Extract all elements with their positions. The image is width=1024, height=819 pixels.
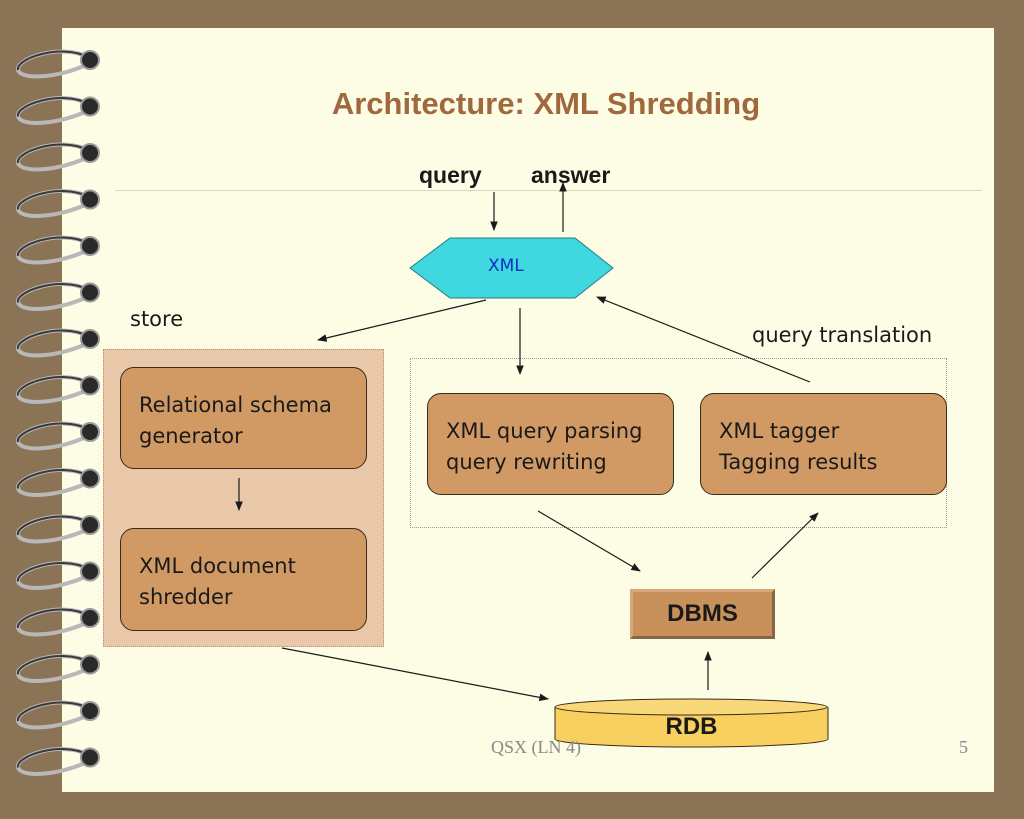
binding-hole: [80, 189, 100, 210]
spiral-binding: [16, 49, 100, 776]
arrow-shredder-to-rdb: [281, 647, 549, 702]
binding-ring-shadow: [17, 422, 89, 443]
binding-hole: [80, 747, 100, 768]
tagger-line-2: Tagging results: [719, 450, 878, 474]
binding-ring-shadow: [17, 701, 89, 722]
binding-hole: [80, 143, 100, 163]
shredder-line-2: shredder: [139, 585, 233, 609]
binding-hole: [80, 375, 100, 396]
schema-generator-line-1: Relational schema: [139, 393, 332, 417]
binding-ring-shadow: [17, 608, 89, 629]
binding-ring-shadow: [17, 469, 89, 489]
binding-hole: [80, 422, 100, 442]
answer-label: answer: [531, 162, 611, 188]
binding-ring-shadow: [17, 655, 89, 675]
tagger-box: XML tagger Tagging results: [700, 393, 947, 495]
xml-label: XML: [488, 256, 524, 276]
binding-ring-shadow: [17, 190, 89, 210]
binding-ring-shadow: [17, 376, 89, 396]
arrow-store: [317, 299, 487, 342]
binding-ring-shadow: [17, 515, 89, 536]
binding-hole: [80, 468, 100, 489]
shredder-line-1: XML document: [139, 554, 296, 578]
binding-hole: [80, 561, 100, 582]
xml-hexagon: [409, 237, 614, 299]
binding-hole: [80, 96, 100, 117]
tagger-line-1: XML tagger: [719, 419, 840, 443]
page-number: 5: [959, 737, 968, 757]
binding-hole: [80, 236, 100, 256]
binding-ring-shadow: [17, 283, 89, 303]
binding-hole: [80, 282, 100, 303]
query-parsing-box: XML query parsing query rewriting: [427, 393, 674, 495]
arrow-translation: [596, 296, 811, 383]
dbms-box: DBMS: [630, 589, 775, 639]
schema-generator-line-2: generator: [139, 424, 243, 448]
binding-ring-shadow: [17, 236, 89, 257]
rdb-cylinder: [554, 698, 829, 748]
slide-title: Architecture: XML Shredding: [331, 86, 761, 121]
binding-hole: [80, 515, 100, 535]
binding-hole: [80, 50, 100, 70]
title-divider: [115, 190, 982, 191]
binding-hole: [80, 608, 100, 628]
query-translation-label: query translation: [752, 323, 933, 347]
footer-text: QSX (LN 4): [491, 737, 581, 757]
rdb-label: RDB: [665, 713, 718, 740]
arrow-dbms-to-tagger: [751, 512, 819, 579]
binding-ring-shadow: [17, 748, 89, 768]
binding-ring-shadow: [17, 50, 89, 71]
schema-generator-box: Relational schema generator: [120, 367, 367, 469]
binding-ring-shadow: [17, 143, 89, 164]
binding-ring-shadow: [17, 562, 89, 582]
store-label: store: [130, 307, 184, 331]
binding-ring-shadow: [17, 97, 89, 117]
shredder-box: XML document shredder: [120, 528, 367, 631]
query-parsing-line-2: query rewriting: [446, 450, 607, 474]
binding-hole: [80, 701, 100, 721]
arrow-parsing-to-dbms: [537, 510, 641, 572]
binding-hole: [80, 654, 100, 675]
query-label: query: [419, 162, 482, 188]
binding-ring-shadow: [17, 329, 89, 350]
query-parsing-line-1: XML query parsing: [446, 419, 643, 443]
binding-hole: [80, 329, 100, 349]
